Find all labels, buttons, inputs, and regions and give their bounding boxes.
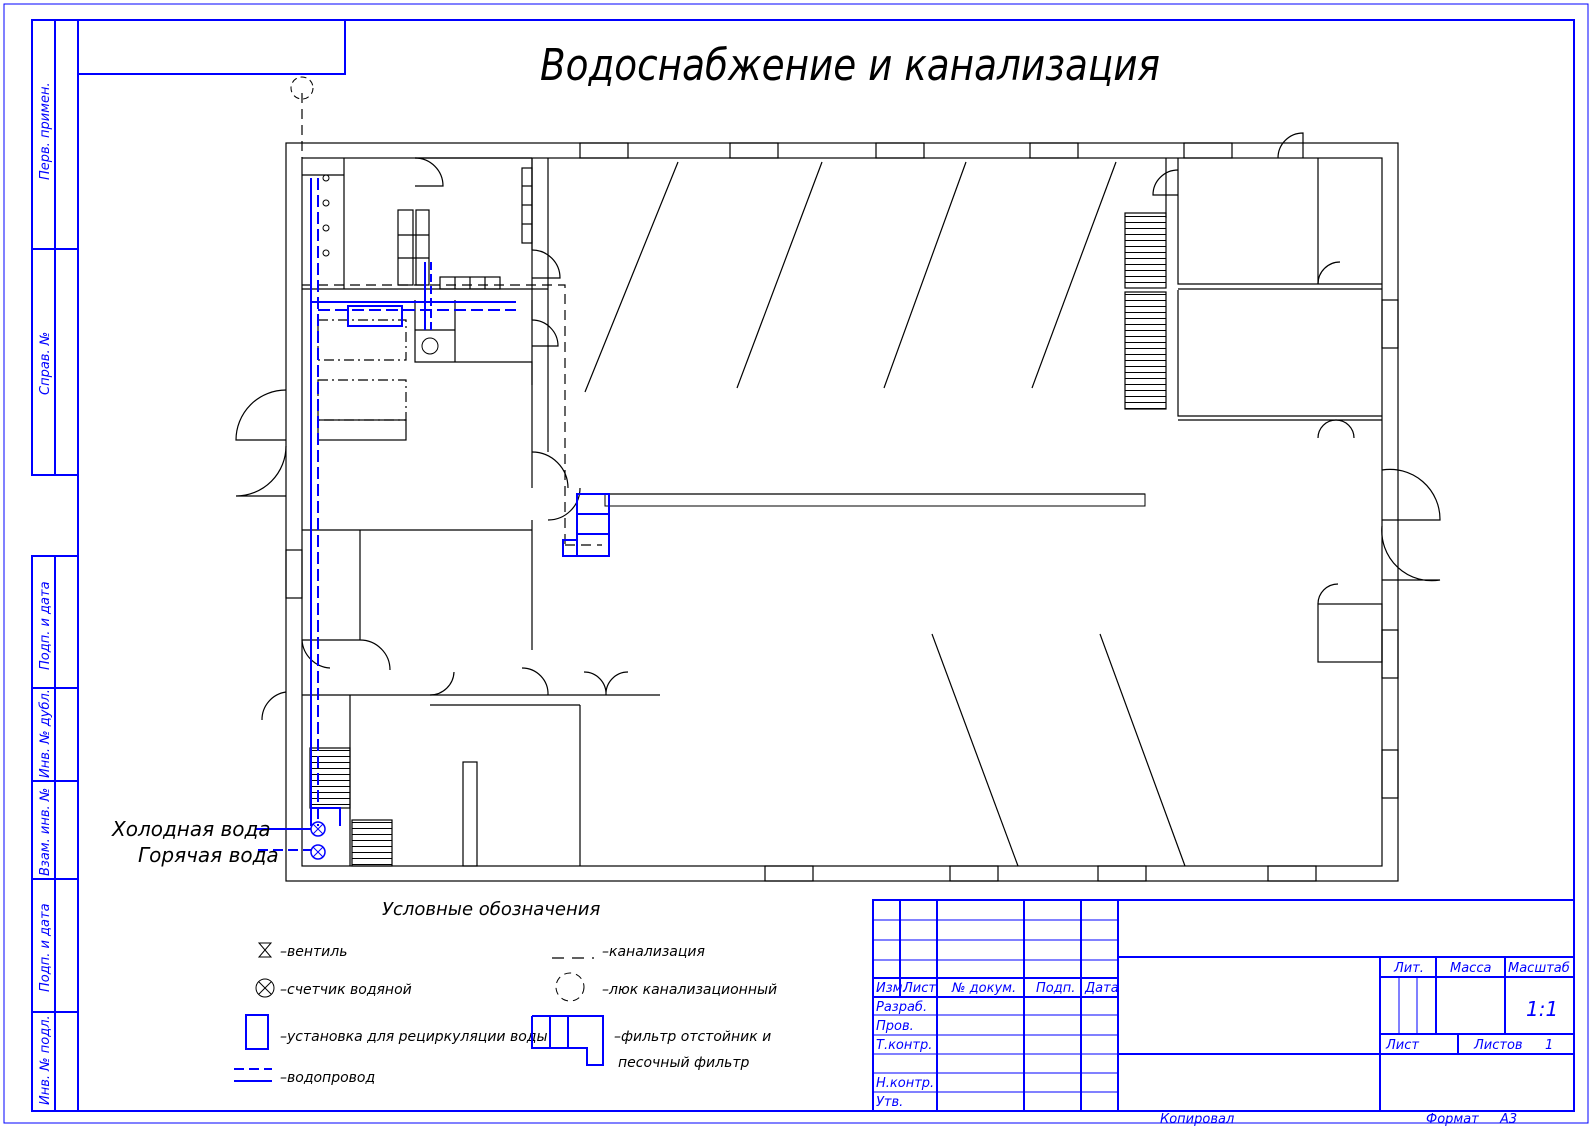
legend-recirc-icon: [245, 1014, 269, 1050]
legend-water-icon: [234, 1068, 272, 1082]
tb-sheet: Лист: [1385, 1038, 1419, 1053]
tb-podp: Подп.: [1036, 981, 1075, 996]
legend-recirc-label: –установка для рециркуляции воды: [280, 1029, 548, 1045]
filter-sand-plan: [576, 493, 610, 557]
legend-meter-label: –счетчик водяной: [280, 982, 412, 998]
stamp-podp-data-1: Подп. и дата: [38, 581, 53, 670]
toilet-icon: [322, 249, 330, 257]
legend-meter-icon: [255, 978, 275, 998]
tb-sheets: Листов: [1473, 1038, 1523, 1053]
legend-sewer-label: –канализация: [602, 944, 705, 960]
floor-plan: [235, 132, 1441, 882]
title-block: [872, 899, 1575, 1112]
tb-format-value: А3: [1499, 1112, 1517, 1127]
tb-date: Дата: [1084, 981, 1119, 996]
toilet-icon: [322, 174, 330, 182]
legend-filter-label-2: песочный фильтр: [618, 1055, 749, 1071]
stamp-inv-dubl: Инв. № дубл.: [38, 689, 53, 778]
cold-water-label: Холодная вода: [111, 817, 271, 841]
legend-hatch-label: –люк канализационный: [602, 982, 777, 998]
legend-valve-label: –вентиль: [280, 944, 347, 960]
sewer-hatch-top: [290, 76, 314, 100]
water-pipes: [255, 178, 610, 851]
tb-tkontr: Т.контр.: [876, 1038, 932, 1053]
water-meter-hot: [310, 844, 326, 860]
tb-mass: Масса: [1450, 961, 1491, 976]
toilet-icon: [421, 337, 439, 355]
sheet-frame: [3, 3, 1589, 1124]
stamp-vzam-inv: Взам. инв. №: [38, 788, 53, 876]
legend-hatch-icon: [555, 972, 585, 1002]
tb-izm: Изм.: [876, 981, 907, 996]
hot-water-label: Горячая вода: [138, 843, 279, 867]
tb-nkontr: Н.контр.: [876, 1076, 934, 1091]
tb-utv: Утв.: [876, 1095, 903, 1110]
legend-filter-label-1: –фильтр отстойник и: [614, 1029, 771, 1045]
tb-scale-value: 1:1: [1526, 997, 1558, 1021]
stamp-perv-primen: Перв. примен.: [38, 82, 53, 180]
legend-valve-icon: [257, 942, 273, 958]
sewer-lines: [301, 93, 602, 546]
tb-scale: Масштаб: [1508, 961, 1570, 976]
tb-lit: Лит.: [1393, 961, 1424, 976]
tb-prov: Пров.: [876, 1019, 914, 1034]
page-title: Водоснабжение и канализация: [540, 40, 1160, 91]
stamp-podp-data-2: Подп. и дата: [38, 903, 53, 992]
tb-list: Лист: [902, 981, 936, 996]
tb-format: Формат: [1426, 1112, 1479, 1127]
toilet-icon: [322, 224, 330, 232]
stamp-sprav-no: Справ. №: [38, 332, 53, 395]
tb-razrab: Разраб.: [876, 1000, 927, 1015]
water-meter-cold: [310, 821, 326, 837]
tb-copied: Копировал: [1160, 1112, 1234, 1127]
legend-filter-icon: [531, 1015, 604, 1066]
tb-sheets-value: 1: [1545, 1038, 1553, 1053]
legend-title: Условные обозначения: [382, 899, 600, 920]
stamp-inv-podl: Инв. № подл.: [38, 1015, 53, 1105]
tb-doc: № докум.: [951, 981, 1016, 996]
recirculation-unit-plan: [347, 305, 403, 327]
toilet-icon: [322, 199, 330, 207]
legend-water-label: –водопровод: [280, 1070, 375, 1086]
